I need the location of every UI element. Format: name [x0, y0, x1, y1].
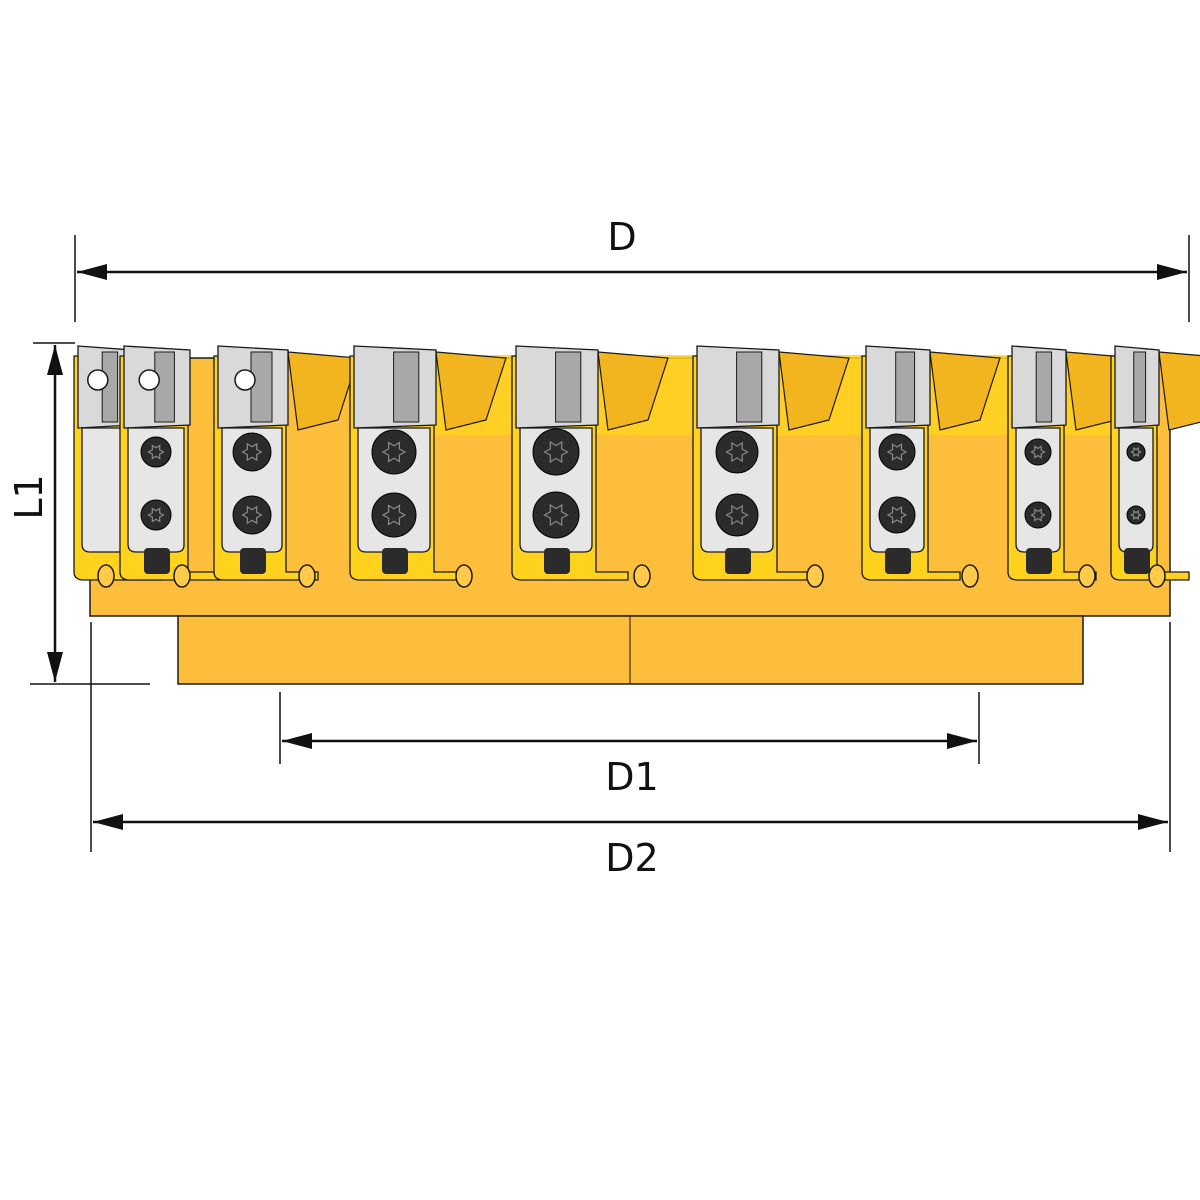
- adjust-screw-icon: [382, 548, 408, 574]
- torx-screw-icon: [140, 499, 172, 531]
- dimension-d2: D2: [90, 622, 1171, 880]
- torx-screw-icon: [371, 492, 417, 538]
- adjust-screw-icon: [1124, 548, 1150, 574]
- torx-screw-icon: [1024, 438, 1052, 466]
- adjust-screw-icon: [240, 548, 266, 574]
- dimension-d: D: [74, 215, 1190, 322]
- cutting-insert: [213, 345, 359, 581]
- coolant-hole: [97, 564, 115, 588]
- cutting-insert: [861, 345, 1001, 581]
- cutting-insert: [119, 345, 221, 581]
- torx-screw-icon: [232, 495, 272, 535]
- torx-screw-icon: [715, 430, 759, 474]
- torx-screw-icon: [878, 433, 916, 471]
- dimension-d1-label: D1: [605, 755, 658, 799]
- adjust-screw-icon: [885, 548, 911, 574]
- coolant-hole: [1078, 564, 1096, 588]
- dimension-d2-label: D2: [605, 836, 658, 880]
- torx-screw-icon: [532, 491, 580, 539]
- torx-screw-icon: [715, 493, 759, 537]
- adjust-screw-icon: [144, 548, 170, 574]
- dimension-l1-label: L1: [7, 474, 51, 519]
- torx-screw-icon: [878, 496, 916, 534]
- torx-screw-icon: [371, 429, 417, 475]
- adjust-screw-icon: [544, 548, 570, 574]
- torx-screw-icon: [232, 432, 272, 472]
- cutting-insert: [1007, 345, 1137, 581]
- cutting-insert: [692, 345, 850, 581]
- dimension-l1: L1: [7, 342, 150, 685]
- adjust-screw-icon: [1026, 548, 1052, 574]
- torx-screw-icon: [532, 428, 580, 476]
- dimension-d-label: D: [607, 215, 636, 259]
- torx-screw-icon: [140, 436, 172, 468]
- coolant-hole: [455, 564, 473, 588]
- torx-screw-icon: [1126, 505, 1146, 525]
- coolant-hole: [961, 564, 979, 588]
- torx-screw-icon: [1024, 501, 1052, 529]
- cutting-insert: [73, 345, 163, 581]
- torx-screw-icon: [1126, 442, 1146, 462]
- adjust-screw-icon: [725, 548, 751, 574]
- coolant-hole: [1148, 564, 1166, 588]
- coolant-hole: [173, 564, 191, 588]
- coolant-hole: [633, 564, 651, 588]
- dimension-d1: D1: [279, 692, 980, 799]
- coolant-hole: [298, 564, 316, 588]
- insert-group: [73, 345, 1200, 581]
- cutting-insert: [511, 345, 669, 581]
- coolant-hole: [806, 564, 824, 588]
- cutting-insert: [349, 345, 507, 581]
- coolant-hole-row: [97, 564, 1166, 588]
- cutting-insert: [1110, 345, 1200, 581]
